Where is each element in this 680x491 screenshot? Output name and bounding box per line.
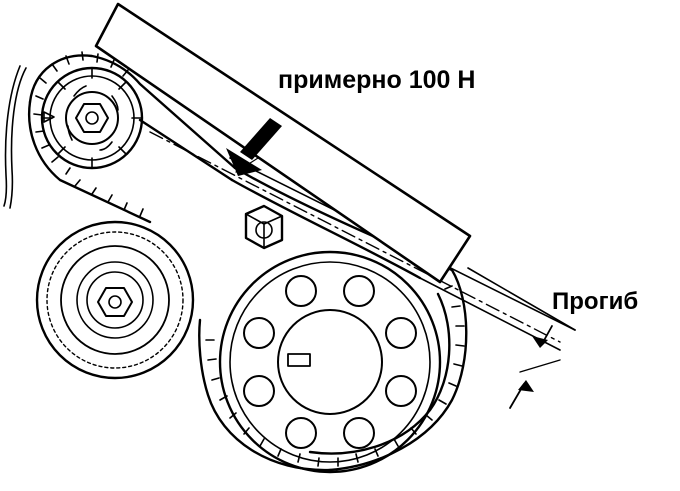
sprocket-slots [67, 85, 119, 151]
belt-around-crank-right [328, 268, 468, 472]
cam-bolt-hex-icon [75, 103, 109, 133]
belt-centerline [149, 131, 561, 343]
belt-upper-left-span [28, 54, 237, 170]
crankshaft-pulley [218, 250, 442, 474]
belt-inner-to-crank-span [230, 178, 422, 280]
straightedge [94, 2, 472, 284]
belt-around-crank-bottom [198, 318, 332, 472]
idler-bolt-hex-icon [97, 287, 133, 317]
engine-housing-edge [3, 65, 27, 209]
timing-mark-triangle [43, 111, 55, 123]
idler-pulley [35, 220, 195, 380]
keyway [287, 353, 311, 367]
timing-belt [28, 54, 468, 472]
belt-teeth-crank [205, 285, 465, 467]
down-arrow-icon [226, 118, 282, 176]
deflection-dimension [509, 325, 561, 409]
force-label: примерно 100 Н [278, 66, 476, 94]
belt-teeth-cam [33, 51, 144, 217]
pulley-holes [243, 275, 417, 449]
belt-left-drop [28, 100, 152, 224]
deflection-label: Прогиб [552, 288, 639, 315]
camshaft-sprocket [40, 66, 144, 170]
tensioner-bolt [244, 204, 284, 250]
